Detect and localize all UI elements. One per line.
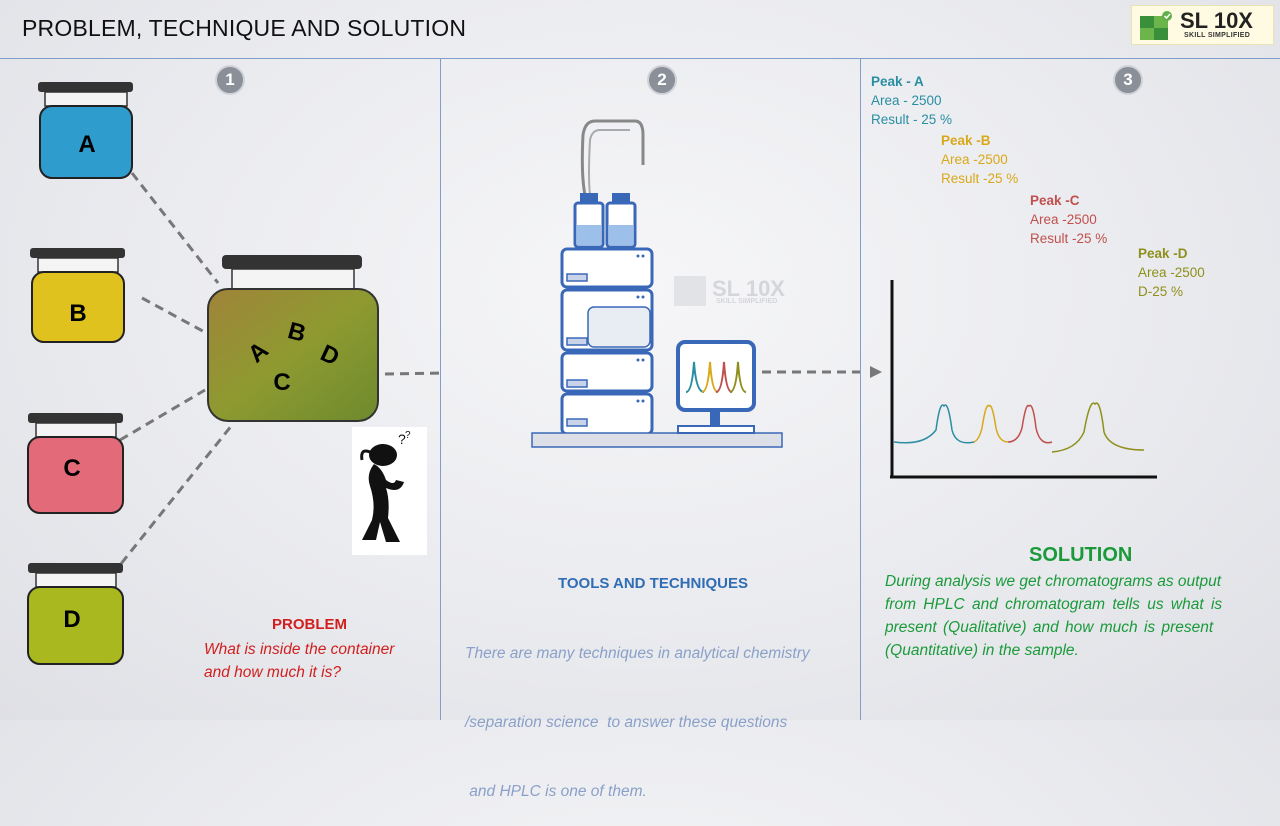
jar-d (27, 563, 124, 665)
peak-c-result: Result -25 % (1030, 231, 1108, 246)
peak-a-info: Peak - A Area - 2500 Result - 25 % (871, 72, 952, 129)
mixture-label-b: B (285, 317, 309, 348)
problem-illustration: A B C D A B D C ? (27, 82, 440, 665)
peak-d-area: Area -2500 (1138, 265, 1205, 280)
solution-line-1: During analysis we get chromatograms as … (885, 573, 1221, 590)
column-divider-1 (440, 58, 441, 720)
peak-c-info: Peak -C Area -2500 Result -25 % (1030, 191, 1107, 248)
peak-a-name: Peak - A (871, 74, 924, 89)
peak-b-result: Result -25 % (941, 171, 1019, 186)
connector-to-hplc (384, 371, 440, 376)
connector-b (141, 296, 211, 337)
problem-line-1: What is inside the container (204, 641, 395, 658)
thinking-person-icon: ? ? (352, 427, 427, 555)
peak-c-curve (1007, 404, 1053, 444)
tools-line-2: /separation science to answer these ques… (465, 714, 788, 731)
solution-heading: SOLUTION (1029, 544, 1133, 566)
solution-line-3: present (Qualitative) and how much is pr… (885, 619, 1214, 636)
jar-d-label: D (63, 606, 80, 633)
connector-a (130, 172, 220, 284)
svg-text:?: ? (405, 430, 411, 441)
column-divider-2 (860, 58, 861, 720)
solvent-bottle-2 (605, 193, 637, 249)
mixture-label-c: C (273, 369, 290, 396)
logo-text: SL 10X (1180, 8, 1253, 33)
jar-a-label: A (78, 131, 95, 158)
watermark-text: SL 10X (712, 276, 785, 301)
page-title: PROBLEM, TECHNIQUE AND SOLUTION (22, 15, 467, 41)
solvent-bottle-1 (573, 193, 605, 249)
jar-b-label: B (69, 300, 86, 327)
solution-line-4: (Quantitative) in the sample. (885, 642, 1079, 659)
instrument-base (531, 432, 783, 448)
jar-c (27, 413, 124, 514)
chromatogram-plot (890, 280, 1157, 479)
peak-c-area: Area -2500 (1030, 212, 1097, 227)
connector-d (110, 424, 234, 576)
peak-d-info: Peak -D Area -2500 D-25 % (1138, 244, 1205, 301)
header-divider (0, 58, 1280, 59)
chromatogram-monitor (676, 340, 756, 434)
puzzle-logo-icon (1140, 11, 1172, 40)
problem-heading: PROBLEM (272, 616, 347, 633)
step-2-badge: 2 (647, 65, 677, 95)
problem-line-2: and how much it is? (204, 664, 341, 681)
watermark-puzzle-icon (674, 276, 706, 306)
arrow-head-2 (870, 366, 882, 378)
connector-c (119, 388, 206, 442)
peak-b-area: Area -2500 (941, 152, 1008, 167)
step-3-badge: 3 (1113, 65, 1143, 95)
peak-d-name: Peak -D (1138, 246, 1188, 261)
svg-text:?: ? (398, 431, 406, 447)
peak-a-area: Area - 2500 (871, 93, 942, 108)
peak-b-curve (973, 404, 1009, 443)
jar-a (38, 82, 133, 179)
peak-d-curve (1051, 402, 1145, 453)
solution-text: During analysis we get chromatograms as … (885, 570, 1262, 662)
mixture-jar (207, 255, 379, 422)
tools-text: There are many techniques in analytical … (465, 596, 810, 826)
peak-b-name: Peak -B (941, 133, 991, 148)
jar-b (30, 248, 125, 343)
peak-c-name: Peak -C (1030, 193, 1080, 208)
tools-heading: TOOLS AND TECHNIQUES (558, 575, 749, 592)
hplc-instrument-illustration (531, 119, 860, 448)
jar-c-label: C (63, 455, 80, 482)
tools-line-1: There are many techniques in analytical … (465, 645, 810, 662)
logo-subtext: SKILL SIMPLIFIED (1184, 32, 1251, 39)
solution-line-2: from HPLC and chromatogram tells us what… (885, 596, 1223, 613)
problem-text: What is inside the container and how muc… (204, 638, 394, 684)
peak-a-curve (893, 404, 975, 444)
tools-line-3: and HPLC is one of them. (465, 783, 647, 800)
peak-d-result: D-25 % (1138, 284, 1184, 299)
watermark-subtext: SKILL SIMPLIFIED (716, 298, 778, 305)
peak-b-info: Peak -B Area -2500 Result -25 % (941, 131, 1018, 188)
brand-logo: SL 10X SKILL SIMPLIFIED (1131, 5, 1274, 45)
step-1-badge: 1 (215, 65, 245, 95)
peak-a-result: Result - 25 % (871, 112, 953, 127)
